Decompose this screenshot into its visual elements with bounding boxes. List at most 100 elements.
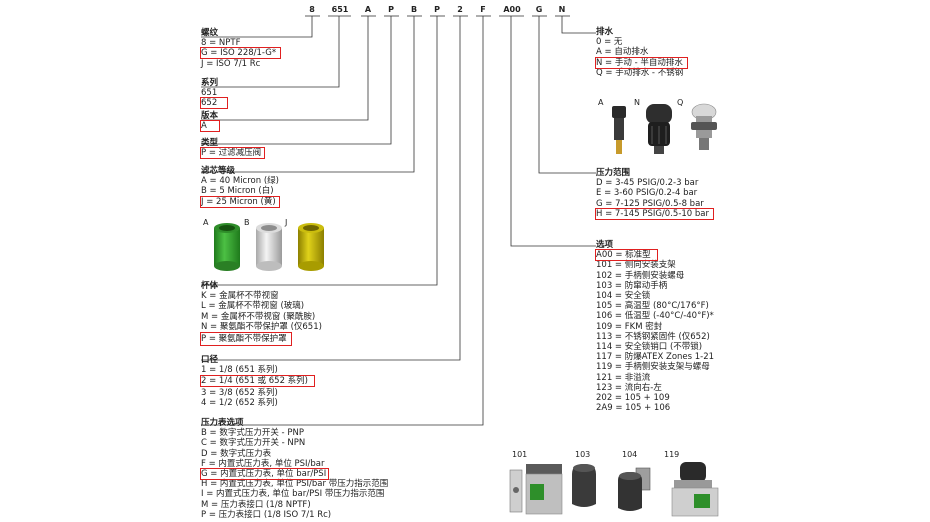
gauge-item: M = 压力表接口 (1/8 NPTF) [201, 499, 311, 510]
options-images [509, 462, 719, 517]
type-section: 类型 P = 过滤减压阀 [199, 138, 266, 160]
series-item: 651 [201, 88, 218, 99]
option-image-label: 101 [512, 450, 528, 459]
option-image-label: 119 [664, 450, 680, 459]
option-103-knob-image [572, 464, 596, 507]
version-section: 版本 A [200, 111, 220, 133]
gauge-item: I = 内置式压力表, 单位 bar/PSI 带压力指示范围 [201, 489, 385, 500]
code-pressure: G [535, 5, 543, 14]
options-item: 105 = 高温型 (80°C/176°F) [596, 301, 709, 312]
version-title: 版本 [201, 111, 219, 121]
pressure-item: G = 7-125 PSIG/0.5-8 bar [596, 198, 704, 209]
filter-item-selected: J = 25 Micron (黄) [200, 195, 280, 208]
options-item: 202 = 105 + 109 [596, 393, 670, 404]
gauge-title: 压力表选项 [201, 418, 244, 428]
drain-image-label: Q [677, 98, 684, 107]
bowl-title: 杯体 [201, 281, 219, 291]
filter-white-element [256, 223, 282, 271]
thread-item-selected: G = ISO 228/1-G* [199, 47, 282, 60]
drain-item: 0 = 无 [596, 37, 623, 48]
options-item-selected: A00 = 标准型 [595, 249, 658, 262]
port-section: 口径 1 = 1/8 (651 系列) 2 = 1/4 (651 或 652 系… [199, 355, 316, 408]
gauge-item: C = 数字式压力开关 - NPN [201, 438, 306, 449]
filter-image-label: B [244, 218, 250, 227]
options-title: 选项 [596, 240, 614, 250]
code-thread: 8 [309, 5, 315, 14]
options-item: 114 = 安全锁销口 (不带锁) [596, 342, 703, 353]
drain-section: 排水 0 = 无 A = 自动排水 N = 手动 - 半自动排水 Q = 手动排… [595, 27, 688, 78]
code-version: A [364, 5, 372, 14]
options-item: 119 = 手柄侧安装支架与螺母 [596, 362, 710, 373]
drain-manual-image [646, 104, 672, 154]
code-port: 2 [457, 5, 463, 14]
thread-item: J = ISO 7/1 Rc [201, 58, 261, 69]
drain-item: A = 自动排水 [596, 47, 649, 58]
port-item: 3 = 3/8 (652 系列) [201, 387, 278, 398]
options-item: 109 = FKM 密封 [596, 321, 663, 332]
code-gauge: F [480, 5, 486, 14]
port-item: 1 = 1/8 (651 系列) [201, 365, 278, 376]
drain-stainless-image [691, 103, 717, 150]
pressure-item: E = 3-60 PSIG/0.2-4 bar [596, 188, 698, 199]
series-item-selected: 652 [199, 97, 229, 110]
bowl-section: 杯体 K = 金属杯不带视窗 L = 金属杯不带视窗 (玻璃) M = 金属杯不… [200, 281, 322, 347]
thread-title: 螺纹 [201, 28, 219, 38]
code-type: P [388, 5, 394, 14]
drain-item: Q = 手动排水 - 不锈钢 [596, 67, 684, 78]
option-image-label: 104 [622, 450, 638, 459]
drain-types-image [612, 103, 717, 154]
filter-yellow-element [298, 223, 324, 271]
drain-image-label: A [598, 98, 604, 107]
series-section: 系列 651 652 [199, 78, 229, 110]
option-119-bracket-nut-image [671, 462, 719, 517]
option-101-bracket-image [509, 464, 563, 515]
code-filter: B [410, 5, 418, 14]
options-item: 103 = 防窜动手柄 [596, 280, 668, 291]
bowl-item: M = 金属杯不带视窗 (聚酰胺) [201, 311, 316, 322]
filter-green-element [214, 223, 240, 271]
drain-item-selected: N = 手动 - 半自动排水 [595, 56, 688, 69]
options-item: 102 = 手柄侧安装螺母 [596, 270, 685, 281]
series-title: 系列 [201, 78, 219, 88]
thread-section: 螺纹 8 = NPTF G = ISO 228/1-G* J = ISO 7/1… [199, 28, 282, 69]
pressure-section: 压力范围 D = 3-45 PSIG/0.2-3 bar E = 3-60 PS… [595, 168, 714, 220]
port-item-selected: 2 = 1/4 (651 或 652 系列) [199, 375, 316, 388]
port-title: 口径 [201, 355, 219, 365]
bowl-item-selected: P = 聚氨酯不带保护罩 [200, 332, 292, 347]
filter-section: 滤芯等级 A = 40 Micron (绿) B = 5 Micron (白) … [200, 166, 280, 208]
code-series: 651 [331, 5, 349, 14]
pressure-item-selected: H = 7-145 PSIG/0.5-10 bar [595, 207, 714, 220]
gauge-item: F = 内置式压力表, 单位 PSI/bar [201, 458, 325, 469]
options-item: 106 = 低温型 (-40°C/-40°F)* [596, 311, 714, 322]
pressure-title: 压力范围 [596, 168, 631, 178]
code-drain: N [558, 5, 566, 14]
code-options: A00 [503, 5, 521, 14]
gauge-section: 压力表选项 B = 数字式压力开关 - PNP C = 数字式压力开关 - NP… [199, 418, 389, 520]
gauge-item: B = 数字式压力开关 - PNP [201, 428, 304, 439]
filter-image-label: J [285, 218, 288, 227]
version-item-selected: A [200, 120, 220, 133]
options-item: 2A9 = 105 + 106 [596, 403, 671, 414]
options-item: 104 = 安全锁 [596, 291, 651, 302]
filter-item: A = 40 Micron (绿) [201, 176, 279, 187]
bowl-item: K = 金属杯不带视窗 [201, 291, 279, 302]
options-item: 101 = 侧向安装支架 [596, 260, 676, 271]
filter-item: B = 5 Micron (白) [201, 186, 274, 197]
drain-title: 排水 [596, 27, 614, 37]
pressure-item: D = 3-45 PSIG/0.2-3 bar [596, 178, 699, 189]
filter-image-label: A [203, 218, 209, 227]
option-104-lock-image [618, 467, 651, 511]
thread-item: 8 = NPTF [201, 38, 241, 49]
drain-image-label: N [634, 98, 640, 107]
filter-elements-image [214, 223, 324, 271]
options-item: 121 = 非溢流 [596, 372, 651, 383]
gauge-item: H = 内置式压力表, 单位 PSI/bar 带压力指示范围 [201, 479, 389, 490]
options-item: 123 = 流向右-左 [596, 382, 662, 393]
options-item: 113 = 不锈钢紧固件 (仅652) [596, 331, 710, 342]
bowl-item: L = 金属杯不带视窗 (玻璃) [201, 301, 305, 312]
port-item: 4 = 1/2 (652 系列) [201, 397, 278, 408]
type-title: 类型 [201, 138, 219, 148]
bowl-item: N = 聚氨酯不带保护罩 (仅651) [201, 321, 322, 332]
code-bowl: P [434, 5, 440, 14]
